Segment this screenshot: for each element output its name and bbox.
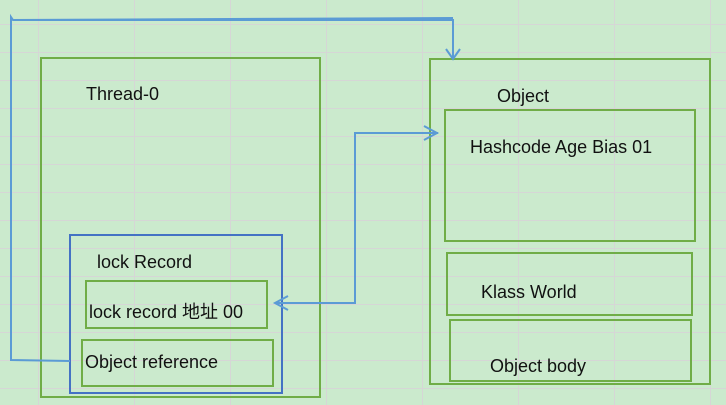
mark-word: Hashcode Age Bias 01 [470,137,653,157]
object-title: Object [497,86,550,106]
klass-word: Klass World [481,282,577,302]
lock-record-title: lock Record [97,252,193,272]
object-body: Object body [490,356,587,376]
object-reference: Object reference [85,352,219,372]
thread-title: Thread-0 [86,84,160,104]
lock-record-address: lock record 地址 00 [89,302,244,322]
mark-word-box [444,109,696,242]
